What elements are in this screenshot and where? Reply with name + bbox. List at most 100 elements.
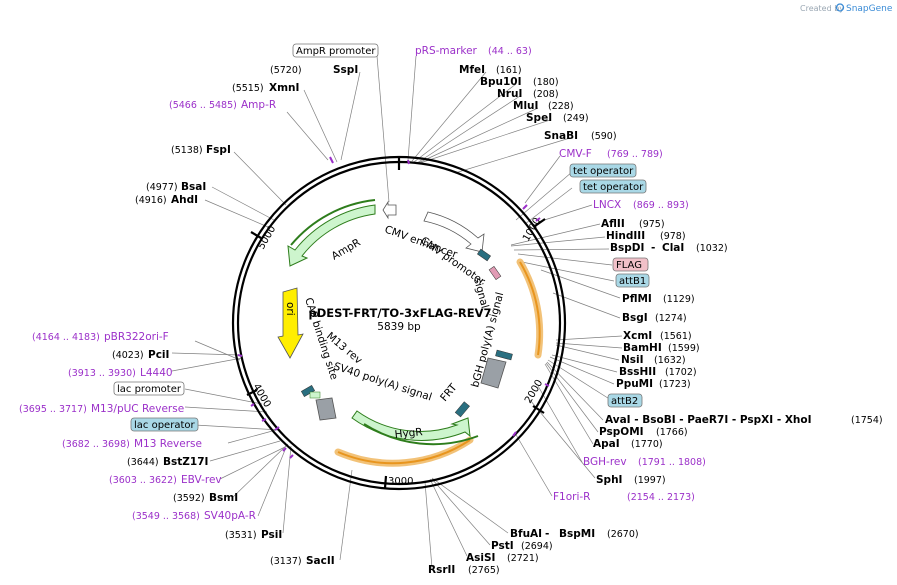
enzyme-avai-group-pos: (1754)	[851, 415, 883, 426]
enzyme-xcmi-name: XcmI	[623, 330, 652, 342]
enzyme-xmni-name: XmnI	[269, 82, 299, 94]
enzyme-nsii-pos: (1632)	[654, 355, 686, 366]
primer-l4440-pos: (3913 .. 3930)	[68, 368, 136, 379]
enzyme-bspdi-pos: (1032)	[696, 243, 728, 254]
attb1-label-box: attB1	[615, 273, 650, 288]
primer-cmv-f-name: CMV-F	[559, 148, 592, 160]
enzyme-bsgi-name: BsgI	[622, 312, 648, 324]
primer-pbr322ori-f-pos: (4164 .. 4183)	[32, 332, 100, 343]
hygr-strand-line	[363, 423, 479, 446]
enzyme-apai-pos: (1770)	[631, 439, 663, 450]
enzyme-bsshii-name: BssHII	[619, 366, 656, 378]
enzyme-bspmi-name: BspMI	[559, 528, 595, 540]
enzyme-bsshii-pos: (1702)	[665, 367, 697, 378]
enzyme-bsai-pos: (4977)	[146, 182, 178, 193]
enzyme-bamhi-pos: (1599)	[668, 343, 700, 354]
primer-sv40pa-r-pos: (3549 .. 3568)	[132, 511, 200, 522]
attb2-label-box: attB2	[607, 393, 643, 408]
attb2-box	[495, 349, 513, 361]
enzyme-bpu10i-name: Bpu10I	[480, 76, 522, 88]
insert-arc-bottom	[337, 439, 471, 465]
enzyme-mfei-name: MfeI	[459, 64, 485, 76]
flag-label: FLAG	[616, 260, 642, 271]
enzyme-sphi-pos: (1997)	[634, 475, 666, 486]
enzyme-psti-name: PstI	[491, 540, 514, 552]
primer-ebv-rev-pos: (3603 .. 3622)	[109, 475, 177, 486]
enzyme-bspdi-sep: -	[651, 242, 655, 254]
enzyme-nrui-name: NruI	[497, 88, 522, 100]
hygr-label: HygR	[394, 426, 423, 441]
enzyme-bpu10i-pos: (180)	[533, 77, 559, 88]
enzyme-bfuai-name: BfuAI	[510, 528, 542, 540]
enzyme-psii-pos: (3531)	[225, 530, 257, 541]
enzyme-rsrii-name: RsrII	[428, 564, 455, 576]
credit-watermark: Created by SnapGene	[800, 3, 893, 14]
bgh-polya-label-upper: signal	[471, 277, 491, 310]
primer-f1ori-r-pos: (2154 .. 2173)	[627, 492, 695, 503]
enzyme-mlui-pos: (228)	[548, 101, 574, 112]
m13-rev-box	[309, 391, 321, 399]
enzyme-clai-name: ClaI	[662, 242, 684, 254]
tick-label-1000: 1000	[521, 216, 543, 244]
enzyme-bspdi-name: BspDI	[610, 242, 644, 254]
enzyme-fspi-name: FspI	[206, 144, 231, 156]
lac-operator-box	[300, 385, 316, 397]
enzyme-hindiii-name: HindIII	[606, 230, 645, 242]
attb1-label: attB1	[619, 276, 646, 287]
ori-feature-arrow	[277, 287, 304, 359]
primer-bgh-rev-name: BGH-rev	[583, 456, 627, 468]
primer-prs-marker-name: pRS-marker	[415, 45, 478, 57]
enzyme-mfei-pos: (161)	[496, 65, 522, 76]
enzyme-bamhi-name: BamHI	[623, 342, 662, 354]
enzyme-aflii-pos: (975)	[639, 219, 665, 230]
ampr-feature-arrow	[287, 204, 376, 267]
enzyme-pcii-name: PciI	[148, 349, 169, 361]
enzyme-sspi-pos: (5720)	[270, 65, 302, 76]
bgh-polya-feature	[480, 357, 507, 389]
enzyme-sphi-name: SphI	[596, 474, 622, 486]
enzyme-bfuai-pos: (2670)	[607, 529, 639, 540]
enzyme-apai-name: ApaI	[593, 438, 620, 450]
enzyme-aflii-name: AflII	[601, 218, 625, 230]
primer-prs-marker-pos: (44 .. 63)	[488, 46, 532, 57]
ruler-ticks	[246, 157, 546, 489]
flag-box	[488, 266, 502, 280]
flag-label-box: FLAG	[612, 257, 649, 272]
enzyme-ahdi-name: AhdI	[171, 194, 198, 206]
enzyme-sacii-name: SacII	[306, 555, 335, 567]
sv40-polya-feature	[315, 397, 337, 421]
enzyme-ppumi-name: PpuMI	[616, 378, 653, 390]
primer-m13-puc-reverse-pos: (3695 .. 3717)	[19, 404, 87, 415]
primer-lncx-name: LNCX	[593, 199, 621, 211]
primer-marks	[237, 156, 550, 459]
enzyme-ppumi-pos: (1723)	[659, 379, 691, 390]
lac-operator-label-box: lac operator	[130, 417, 199, 432]
tet-operator-box	[477, 248, 491, 262]
tet-operator-label-1: tet operator	[569, 163, 637, 178]
enzyme-nrui-pos: (208)	[533, 89, 559, 100]
sv40-polya-label: SV40 poly(A) signal	[332, 360, 433, 403]
primer-bgh-rev-pos: (1791 .. 1808)	[638, 457, 706, 468]
enzyme-mlui-name: MluI	[513, 100, 538, 112]
lac-promoter-label-box: lac promoter	[113, 381, 185, 396]
primer-amp-r-name: Amp-R	[241, 99, 276, 111]
enzyme-ahdi-pos: (4916)	[135, 195, 167, 206]
enzyme-psti-pos: (2694)	[521, 541, 553, 552]
enzyme-bfuai-sep: -	[545, 528, 549, 540]
primer-m13-reverse-pos: (3682 .. 3698)	[62, 439, 130, 450]
lac-operator-label: lac operator	[134, 420, 195, 431]
enzyme-pcii-pos: (4023)	[112, 350, 144, 361]
enzyme-hindiii-pos: (978)	[660, 231, 686, 242]
tick-label-2000: 2000	[523, 378, 545, 406]
enzyme-bstz17i-pos: (3644)	[127, 457, 159, 468]
created-by-text: Created by	[800, 4, 844, 13]
plasmid-size: 5839 bp	[377, 321, 421, 333]
enzyme-psii-name: PsiI	[261, 529, 282, 541]
ampr-promoter-arrow	[382, 200, 397, 220]
primer-m13-puc-reverse-name: M13/pUC Reverse	[91, 403, 184, 415]
snapgene-brand-text: SnapGene	[846, 4, 893, 14]
enzyme-asisi-name: AsiSI	[466, 552, 495, 564]
tet-operator-2-text: tet operator	[583, 182, 644, 193]
snapgene-logo-icon	[835, 3, 845, 12]
enzyme-bsai-name: BsaI	[181, 181, 206, 193]
